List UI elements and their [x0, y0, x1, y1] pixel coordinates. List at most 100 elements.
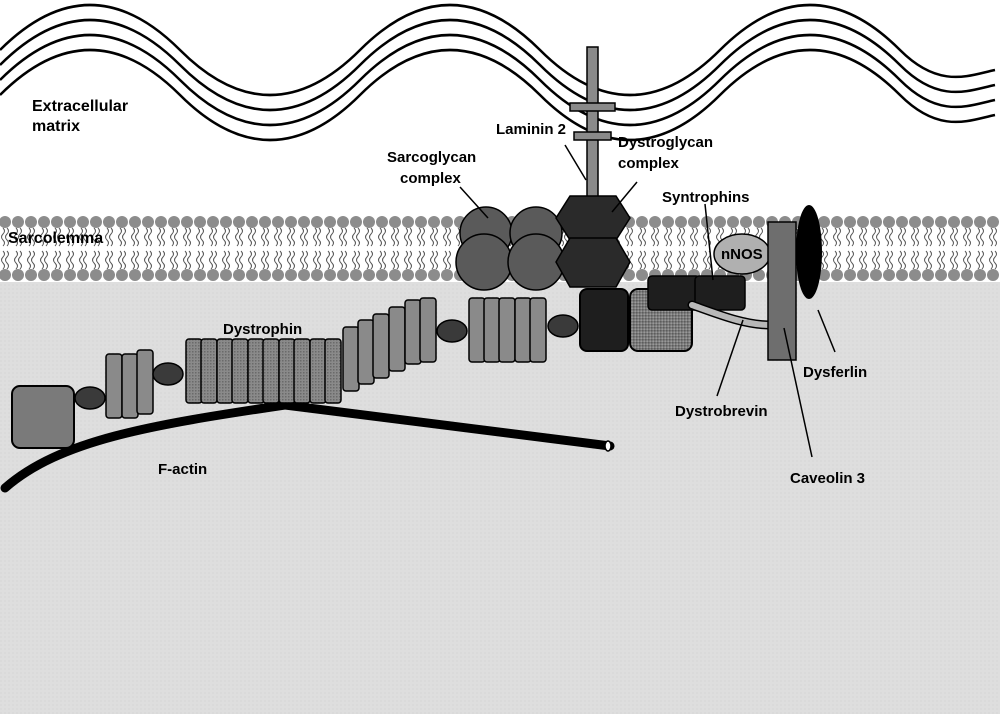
- lipid-tail: [885, 227, 889, 247]
- lipid-head: [987, 216, 999, 228]
- lipid-tail: [53, 250, 57, 270]
- lipid-head: [116, 269, 128, 281]
- lipid-tail: [265, 227, 269, 247]
- lipid-tail: [200, 227, 204, 247]
- lipid-head: [116, 216, 128, 228]
- lipid-head: [324, 269, 336, 281]
- spectrin-repeat: [136, 349, 154, 415]
- lipid-head: [337, 269, 349, 281]
- lipid-tail: [989, 227, 993, 247]
- lipid-head: [402, 269, 414, 281]
- lipid-head: [896, 216, 908, 228]
- label-f-actin: F-actin: [158, 461, 207, 478]
- lipid-tail: [326, 227, 330, 247]
- lipid-tail: [287, 227, 291, 247]
- lipid-tail: [213, 250, 217, 270]
- label-dystroglycan-2: complex: [618, 155, 680, 172]
- spectrin-repeat: [404, 299, 422, 365]
- spectrin-repeat: [498, 297, 516, 363]
- lipid-tail: [417, 250, 421, 270]
- dystrophin-rod-repeats: [105, 297, 547, 419]
- lipid-head: [675, 216, 687, 228]
- label-nnos: nNOS: [721, 246, 763, 263]
- lipid-head: [233, 216, 245, 228]
- lipid-tail: [690, 250, 694, 270]
- lipid-tail: [638, 227, 642, 247]
- lipid-tail: [898, 227, 902, 247]
- spectrin-repeat: [121, 353, 139, 419]
- lipid-head: [922, 216, 934, 228]
- lipid-tail: [44, 227, 48, 247]
- lipid-tail: [161, 227, 165, 247]
- lipid-tail: [638, 250, 642, 270]
- lipid-head: [935, 216, 947, 228]
- lipid-tail: [963, 227, 967, 247]
- lipid-tail: [703, 227, 707, 247]
- spectrin-repeat: [200, 338, 218, 404]
- lipid-tail: [859, 227, 863, 247]
- lipid-head: [194, 216, 206, 228]
- lipid-head: [259, 216, 271, 228]
- lipid-head: [831, 269, 843, 281]
- lipid-tail: [993, 227, 997, 247]
- lipid-head: [909, 269, 921, 281]
- lipid-tail: [92, 227, 96, 247]
- lipid-head: [38, 216, 50, 228]
- lipid-tail: [911, 250, 915, 270]
- lipid-head: [649, 216, 661, 228]
- lipid-head: [168, 269, 180, 281]
- lipid-head: [350, 269, 362, 281]
- lipid-tail: [105, 227, 109, 247]
- lipid-tail: [642, 250, 646, 270]
- lipid-tail: [144, 227, 148, 247]
- lipid-tail: [187, 250, 191, 270]
- lipid-tail: [447, 250, 451, 270]
- lipid-tail: [40, 227, 44, 247]
- lipid-head: [285, 216, 297, 228]
- lipid-head: [948, 216, 960, 228]
- lipid-tail: [655, 250, 659, 270]
- lipid-head: [831, 216, 843, 228]
- lipid-tail: [1, 250, 5, 270]
- lipid-head: [272, 269, 284, 281]
- lipid-tail: [317, 227, 321, 247]
- spectrin-repeat: [483, 297, 501, 363]
- lipid-tail: [313, 227, 317, 247]
- lipid-head: [857, 269, 869, 281]
- lipid-head: [103, 269, 115, 281]
- lipid-tail: [408, 250, 412, 270]
- spectrin-repeat: [278, 338, 296, 404]
- lipid-head: [38, 269, 50, 281]
- lipid-head: [142, 216, 154, 228]
- lipid-tail: [876, 250, 880, 270]
- lipid-tail: [651, 227, 655, 247]
- label-sarcolemma: Sarcolemma: [8, 230, 103, 247]
- lipid-head: [389, 269, 401, 281]
- dystrobrevin: [689, 302, 773, 328]
- lipid-tail: [391, 227, 395, 247]
- lipid-tail: [14, 227, 18, 247]
- lipid-tail: [109, 227, 113, 247]
- lipid-tail: [417, 227, 421, 247]
- dystrophin-hinge: [74, 386, 106, 410]
- lipid-head: [727, 216, 739, 228]
- lipid-tail: [963, 250, 967, 270]
- lipid-tail: [339, 227, 343, 247]
- lipid-tail: [391, 250, 395, 270]
- lipid-tail: [443, 227, 447, 247]
- spectrin-repeat: [216, 338, 234, 404]
- dystrophin-n-terminal-domain: [11, 385, 75, 449]
- lipid-head: [870, 216, 882, 228]
- spectrin-repeat: [388, 306, 406, 372]
- lipid-tail: [404, 250, 408, 270]
- lipid-tail: [668, 250, 672, 270]
- lipid-head: [298, 269, 310, 281]
- lipid-tail: [66, 227, 70, 247]
- lipid-tail: [291, 250, 295, 270]
- lipid-tail: [369, 250, 373, 270]
- lipid-tail: [352, 250, 356, 270]
- lipid-tail: [872, 250, 876, 270]
- lipid-tail: [889, 227, 893, 247]
- lipid-tail: [690, 227, 694, 247]
- lipid-tail: [248, 227, 252, 247]
